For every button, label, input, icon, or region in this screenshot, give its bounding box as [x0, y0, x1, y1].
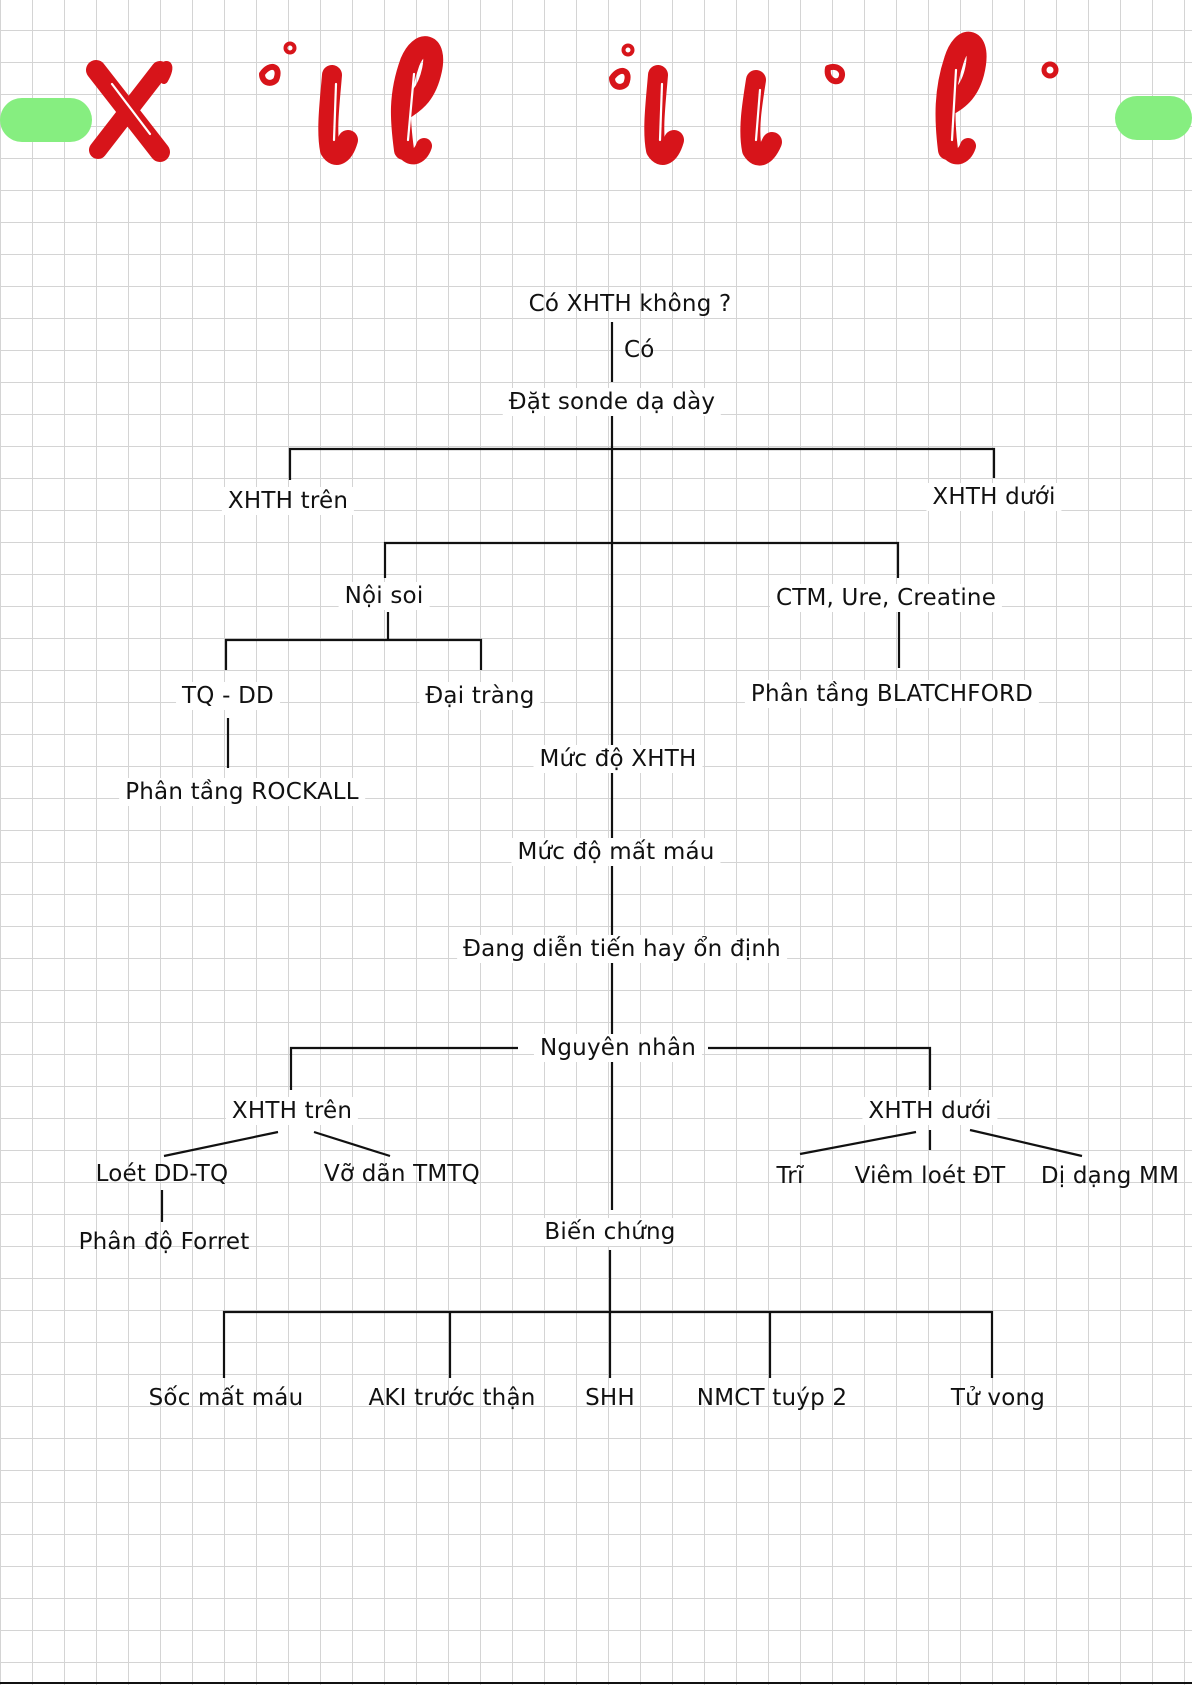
left-green-tab — [0, 98, 92, 142]
node-severity: Mức độ XHTH — [533, 745, 703, 773]
edge-upper-lower-bracket — [288, 447, 996, 480]
node-hemorrhoids: Trĩ — [776, 1163, 804, 1189]
edge-lower2-didang — [969, 1128, 1083, 1158]
right-green-tab — [1115, 96, 1192, 140]
node-forrest: Phân độ Forret — [78, 1229, 250, 1255]
node-progression: Đang diễn tiến hay ổn định — [457, 935, 787, 963]
edge-nguyennhan-bracket-right — [708, 1046, 932, 1090]
edge-complications-bracket — [222, 1310, 994, 1378]
node-resp-failure: SHH — [585, 1385, 635, 1411]
bottom-rule — [0, 1682, 1192, 1684]
node-complications: Biến chứng — [538, 1218, 682, 1246]
node-upper-gi-1: XHTH trên — [221, 487, 355, 515]
edge-nguyennhan-bracket — [289, 1046, 518, 1090]
node-sonde: Đặt sonde dạ dày — [502, 388, 722, 416]
edge-upper2-loet — [163, 1130, 279, 1158]
node-ulcer: Loét DD-TQ — [95, 1161, 229, 1187]
title-lettering — [86, 31, 1059, 166]
node-mi-type2: NMCT tuýp 2 — [696, 1385, 848, 1411]
node-esophagus-stomach: TQ - DD — [176, 682, 280, 710]
node-rockall: Phân tầng ROCKALL — [119, 778, 365, 806]
node-upper-gi-2: XHTH trên — [225, 1097, 359, 1125]
node-lower-gi-1: XHTH dưới — [926, 483, 1062, 511]
edge-noisoi-ctm-bracket — [383, 541, 900, 578]
node-cause: Nguyên nhân — [533, 1034, 703, 1062]
node-yes: Có — [624, 337, 655, 363]
node-blatchford: Phân tầng BLATCHFORD — [744, 680, 1040, 708]
edge-lower2-tri — [799, 1130, 917, 1156]
node-lower-gi-2: XHTH dưới — [862, 1097, 998, 1125]
node-colon: Đại tràng — [419, 682, 541, 710]
node-varices: Vỡ dãn TMTQ — [324, 1161, 480, 1187]
edge-tqdd-daitrang-bracket — [224, 638, 483, 670]
node-labs: CTM, Ure, Creatine — [769, 584, 1003, 612]
node-question: Có XHTH không ? — [528, 291, 732, 317]
node-avm: Dị dạng MM — [1040, 1163, 1180, 1189]
node-colitis: Viêm loét ĐT — [854, 1163, 1006, 1189]
edge-upper2-vodan — [313, 1130, 391, 1158]
node-endoscopy: Nội soi — [338, 582, 430, 610]
node-death: Tử vong — [950, 1385, 1046, 1411]
node-shock: Sốc mất máu — [148, 1385, 304, 1411]
node-aki: AKI trước thận — [368, 1385, 536, 1411]
node-blood-loss: Mức độ mất máu — [511, 838, 721, 866]
